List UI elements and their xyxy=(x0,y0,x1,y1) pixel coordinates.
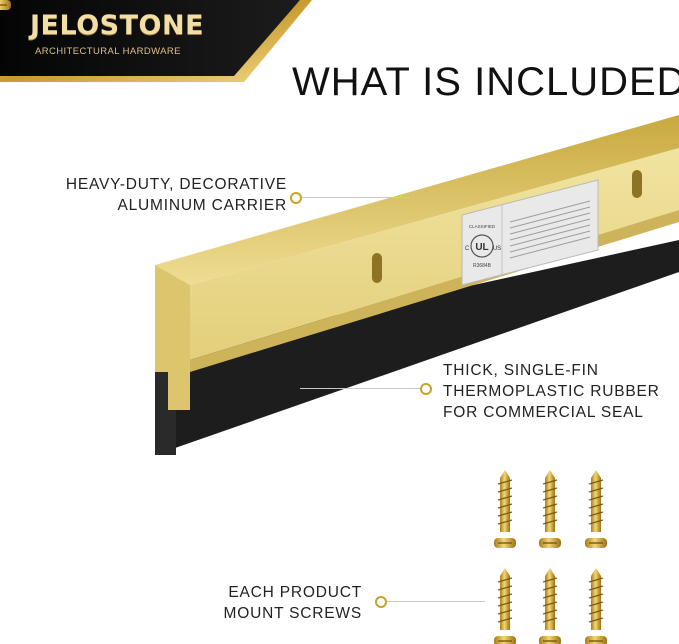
mark-mid-text: UL xyxy=(475,242,488,253)
header-band xyxy=(0,0,312,82)
callout-dot-icon xyxy=(290,192,302,204)
callout-line: EACH PRODUCT xyxy=(228,584,362,601)
callout-line: THERMOPLASTIC RUBBER xyxy=(443,383,660,400)
certification-mark xyxy=(470,234,494,258)
mark-top-text: CLASSIFIED xyxy=(469,224,496,229)
callout-line: FOR COMMERCIAL SEAL xyxy=(443,404,644,421)
mark-left-text: C xyxy=(465,246,470,252)
mounting-slot xyxy=(372,253,382,283)
callout-line: ALUMINUM CARRIER xyxy=(117,197,287,214)
callout-line: THICK, SINGLE-FIN xyxy=(443,362,599,379)
callout-line: MOUNT SCREWS xyxy=(223,605,362,622)
callout-screws: EACH PRODUCT MOUNT SCREWS xyxy=(224,582,362,624)
mark-right-text: US xyxy=(493,246,501,252)
callout-rubber: THICK, SINGLE-FIN THERMOPLASTIC RUBBER F… xyxy=(443,360,660,423)
mark-code-text: R3684B xyxy=(473,263,492,269)
brand-tagline: ARCHITECTURAL HARDWARE xyxy=(35,46,181,57)
callout-dot-icon xyxy=(375,596,387,608)
mounting-slot xyxy=(632,170,642,198)
brand-name: JELOSTONE xyxy=(30,10,205,41)
label-plate: CLASSIFIED UL C US R3684B xyxy=(461,179,599,286)
screw-set xyxy=(0,0,608,644)
callout-leader-line xyxy=(385,601,485,602)
page-title: WHAT IS INCLUDED xyxy=(292,60,679,104)
callout-leader-line xyxy=(300,388,420,389)
callout-leader-line xyxy=(300,197,410,198)
callout-line: HEAVY-DUTY, DECORATIVE xyxy=(65,176,287,193)
callout-dot-icon xyxy=(420,383,432,395)
screw-icon xyxy=(0,0,11,10)
callout-carrier: HEAVY-DUTY, DECORATIVE ALUMINUM CARRIER xyxy=(66,174,287,216)
